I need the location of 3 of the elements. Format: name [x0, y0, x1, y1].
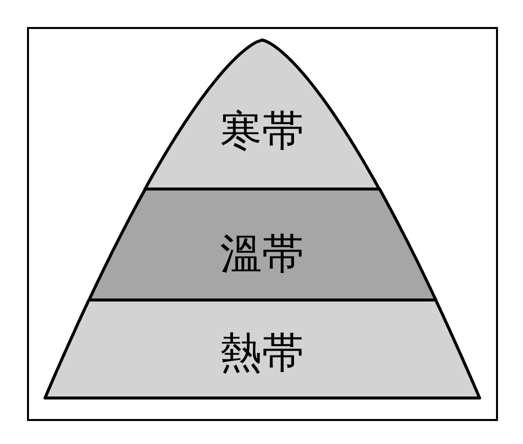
zone-label: 寒帯	[220, 106, 304, 155]
zone-label: 溫帯	[220, 229, 304, 278]
zone-label: 熱帯	[220, 328, 304, 377]
